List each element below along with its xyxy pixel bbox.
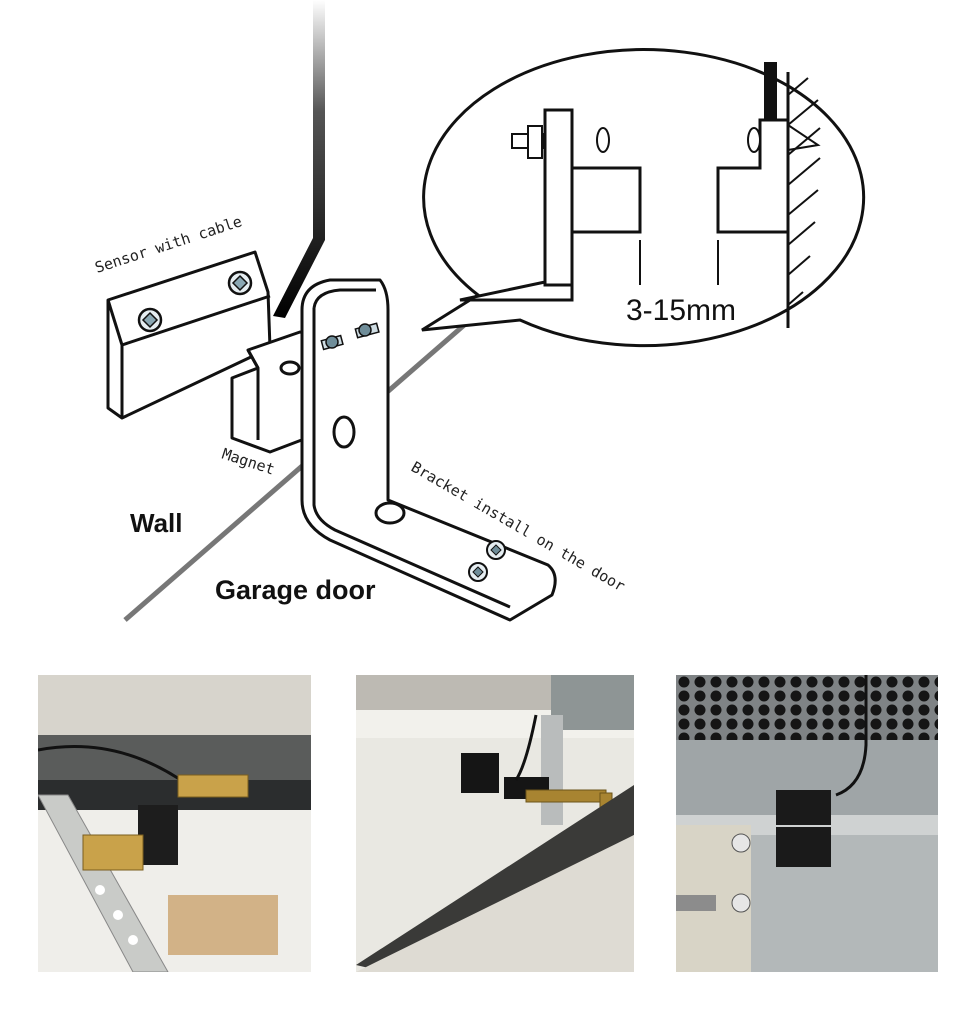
sensor-screw-left <box>137 307 163 333</box>
photo-bracket-installation <box>38 675 311 972</box>
bracket-screw-1 <box>486 540 506 560</box>
sensor-screw-right <box>227 270 253 296</box>
label-wall: Wall <box>130 508 182 538</box>
photo-sensor-closeup <box>676 675 938 972</box>
sensor-block <box>106 250 272 420</box>
zoom-callout <box>421 48 866 348</box>
bracket-bolt-2 <box>354 322 380 339</box>
label-gap-range: 3-15mm <box>626 294 736 327</box>
bracket-screw-2 <box>468 562 488 582</box>
bracket-bolt-1 <box>320 334 344 351</box>
photo-sensor-mounted-rail <box>356 675 634 972</box>
installation-diagram: Sensor with cable Magnet Bracket install… <box>93 0 866 622</box>
wall-edge-line <box>123 318 472 622</box>
sensor-cable <box>273 0 325 318</box>
label-garage-door: Garage door <box>215 575 376 605</box>
l-bracket <box>300 278 557 622</box>
